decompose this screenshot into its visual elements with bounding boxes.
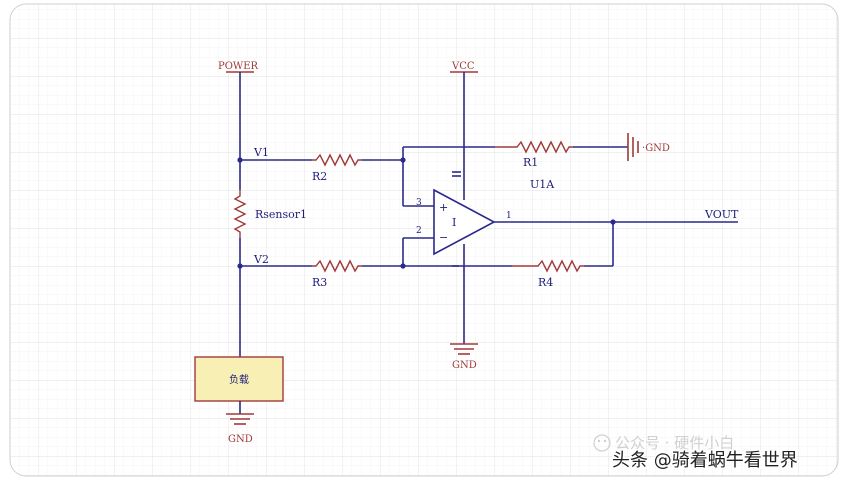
pin1-label: 1 [506,211,512,221]
r4-label: R4 [538,276,553,289]
r3-label: R3 [312,276,327,289]
r4-resistor [512,259,584,273]
v2-label: V2 [253,253,269,266]
r1-resistor [495,140,573,154]
watermark-main: 头条 @骑着蜗牛看世界 [612,450,798,471]
power-symbol [226,71,254,190]
gnd-opamp-label: GND [452,360,477,371]
power-label: POWER [218,61,259,72]
junction-dot [237,263,243,269]
pin2-label: 2 [416,226,422,236]
ground-symbol-r1 [627,133,639,161]
load-box [194,356,284,402]
grid-background [9,3,839,477]
rsensor-resistor [233,190,247,357]
opamp-id: I [452,216,456,229]
gnd-load-label: GND [228,434,253,445]
rsensor-label: Rsensor1 [255,208,307,221]
u1a-label: U1A [530,178,555,191]
r3-resistor [312,259,362,273]
gnd-r1-label: ·GND [642,143,670,154]
r2-label: R2 [312,170,327,183]
r1-label: R1 [523,156,538,169]
vout-label: VOUT [704,208,739,221]
opamp-minus: − [439,231,448,244]
v1-label: V1 [253,146,269,159]
vcc-symbol [450,71,478,200]
junction-dot [400,263,406,269]
wechat-icon [593,434,611,452]
junction-dot [237,157,243,163]
opamp-plus: + [439,201,448,214]
ground-symbol-load [226,413,254,425]
opamp-symbol [433,188,496,256]
pin3-label: 3 [416,198,422,208]
watermark: 公众号 · 硬件小白 头条 @骑着蜗牛看世界 [593,434,799,473]
r2-resistor [312,153,362,167]
ground-symbol-opamp [450,343,478,355]
vcc-label: VCC [451,61,475,72]
watermark-faded: 公众号 · 硬件小白 [615,434,734,452]
load-label: 负载 [229,373,249,386]
